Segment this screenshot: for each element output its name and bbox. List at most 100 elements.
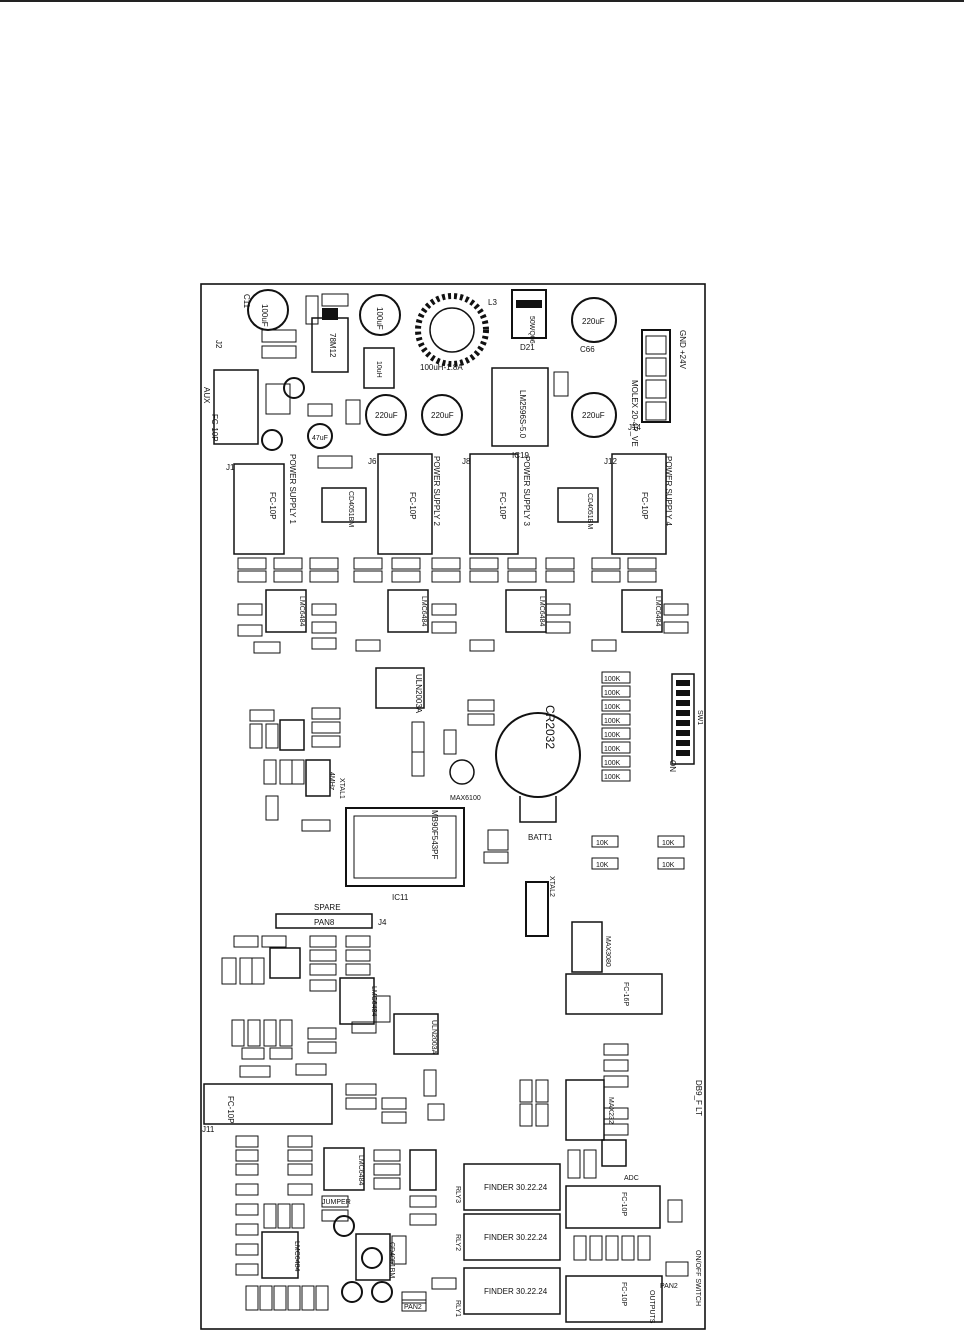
svg-text:MAX232: MAX232 [607, 1097, 614, 1124]
svg-text:PAN8: PAN8 [314, 918, 335, 927]
ic-max232: MAX232 [565, 1079, 614, 1141]
svg-text:100uF: 100uF [260, 304, 269, 327]
connector-j13-outputs: FC-10P OUTPUTS [565, 1275, 663, 1324]
svg-text:CD4051BM: CD4051BM [586, 493, 593, 529]
svg-text:78M12: 78M12 [328, 333, 337, 358]
svg-text:220uF: 220uF [582, 411, 605, 420]
connector-db9: DB9_F LT [694, 1080, 703, 1116]
svg-text:GND +24V: GND +24V [678, 330, 687, 370]
resistors-10k-right: 10K 10K 10K 10K [591, 835, 685, 870]
svg-text:MOLEX 20-4P_VE: MOLEX 20-4P_VE [630, 380, 639, 447]
svg-text:FC-10P: FC-10P [226, 1096, 235, 1124]
svg-text:50WQ06: 50WQ06 [528, 316, 535, 344]
svg-text:RLY1: RLY1 [454, 1300, 461, 1317]
svg-text:SPARE: SPARE [314, 903, 341, 912]
svg-text:J1: J1 [226, 463, 235, 472]
inductor-l2: 10uH [363, 347, 395, 389]
svg-text:ON/OFF SWITCH: ON/OFF SWITCH [694, 1250, 701, 1306]
page-top-rule [0, 0, 964, 2]
svg-text:220uF: 220uF [375, 411, 398, 420]
svg-text:L3: L3 [488, 298, 497, 307]
lower-left-resistor-grid [221, 935, 391, 1078]
regulator-ic19: LM2596S-5.0 IC19 [491, 367, 549, 460]
svg-text:J4: J4 [378, 918, 387, 927]
mid-left-parts [249, 699, 509, 864]
cap-c11: 100uF C11 [242, 289, 289, 331]
ic-lmc6484-bottom: LMC6484 [261, 1231, 300, 1279]
svg-text:10K: 10K [662, 840, 675, 847]
svg-text:220uF: 220uF [431, 411, 454, 420]
svg-text:ULN2003A: ULN2003A [414, 674, 423, 714]
dip-switch-resistors: 100K 100K 100K 100K 100K 100K 100K 100K [601, 671, 631, 782]
connector-j11-rs485: FC-16P [565, 973, 663, 1015]
svg-text:CR2032: CR2032 [543, 705, 557, 749]
svg-text:XTAL1: XTAL1 [338, 778, 345, 799]
cap-c63: 220uF [365, 394, 407, 436]
relay-rly2: FINDER 30.22.24 RLY2 [454, 1213, 561, 1261]
svg-text:J12: J12 [604, 457, 617, 466]
svg-text:POWER SUPPLY 2: POWER SUPPLY 2 [432, 456, 441, 527]
svg-text:MAX6100: MAX6100 [450, 795, 481, 802]
svg-text:FC-10P: FC-10P [620, 1192, 627, 1216]
svg-text:C66: C66 [580, 345, 595, 354]
lower-mid-parts [345, 1043, 629, 1179]
connector-j2-aux: AUX FC-10P J2 [202, 340, 259, 445]
svg-text:RLY2: RLY2 [454, 1234, 461, 1251]
svg-text:4MHz: 4MHz [328, 772, 335, 791]
svg-text:IC19: IC19 [512, 451, 529, 460]
dip-switch-sw1: ON SW1 [668, 673, 703, 772]
svg-text:100uH-1.8A: 100uH-1.8A [420, 363, 463, 372]
svg-text:FC-10P: FC-10P [498, 492, 507, 520]
svg-text:100K: 100K [604, 718, 621, 725]
svg-text:RLY3: RLY3 [454, 1186, 461, 1203]
svg-text:POWER SUPPLY 3: POWER SUPPLY 3 [522, 456, 531, 527]
svg-text:AUX: AUX [202, 387, 211, 404]
svg-text:FC-10P: FC-10P [620, 1282, 627, 1306]
crystal-xtal1: 4MHz XTAL1 [305, 759, 345, 799]
power-supply-2: POWER SUPPLY 2 FC-10P J6 [368, 453, 441, 555]
svg-text:100K: 100K [604, 760, 621, 767]
diode-d21: 50WQ06 D21 [511, 289, 547, 352]
svg-text:100K: 100K [604, 732, 621, 739]
svg-text:BATT1: BATT1 [528, 833, 553, 842]
ic-uln2003a-mid: ULN2003A [393, 1013, 439, 1055]
svg-text:D21: D21 [520, 343, 535, 352]
svg-text:ULN2003A: ULN2003A [430, 1020, 437, 1055]
svg-text:XTAL2: XTAL2 [548, 876, 555, 897]
ic-lmc6484-low: LMC6484 [323, 1147, 365, 1191]
ic-uln2003a-top: ULN2003A [375, 667, 425, 714]
svg-text:FINDER 30.22.24: FINDER 30.22.24 [484, 1183, 548, 1192]
battery-cr2032: CR2032 BATT1 [495, 705, 581, 842]
connector-j3: FC-10P J11 [202, 1083, 333, 1134]
svg-text:10K: 10K [596, 840, 609, 847]
svg-text:MB90F543PF: MB90F543PF [430, 810, 439, 859]
svg-text:J11: J11 [202, 1125, 215, 1134]
supply-small-parts [237, 603, 689, 654]
svg-text:LMC6484: LMC6484 [370, 986, 377, 1016]
ic-lmc6484-mid: LMC6484 [339, 977, 377, 1025]
svg-text:LMC6484: LMC6484 [420, 596, 427, 626]
svg-text:LMC6484: LMC6484 [654, 596, 661, 626]
svg-text:PAN2: PAN2 [404, 1304, 422, 1311]
supply-opamps: LMC6484 LMC6484 LMC6484 LMC6484 [265, 589, 663, 633]
svg-text:220uF: 220uF [582, 317, 605, 326]
inductor-l3-toroid: 100uH-1.8A L3 [415, 293, 497, 372]
ic-max6100: MAX6100 [449, 759, 481, 802]
svg-text:100K: 100K [604, 690, 621, 697]
svg-text:C11: C11 [242, 294, 251, 309]
board-outline [200, 283, 706, 1330]
svg-text:FC-10P: FC-10P [640, 492, 649, 520]
svg-text:10K: 10K [596, 862, 609, 869]
svg-text:IC11: IC11 [392, 893, 409, 902]
cap-c85: 220uF [571, 392, 617, 438]
svg-text:CD4051BM: CD4051BM [347, 491, 354, 527]
cap-small-cluster: 47uF [261, 377, 333, 451]
supply-resistor-strips [237, 557, 657, 583]
svg-text:FC-16P: FC-16P [622, 982, 629, 1006]
svg-text:FC-10P: FC-10P [268, 492, 277, 520]
ic-max3080: MAX3080 [571, 921, 611, 973]
svg-text:OUTPUTS: OUTPUTS [648, 1290, 655, 1324]
svg-text:LMC6484: LMC6484 [538, 596, 545, 626]
svg-text:SW1: SW1 [696, 710, 703, 725]
